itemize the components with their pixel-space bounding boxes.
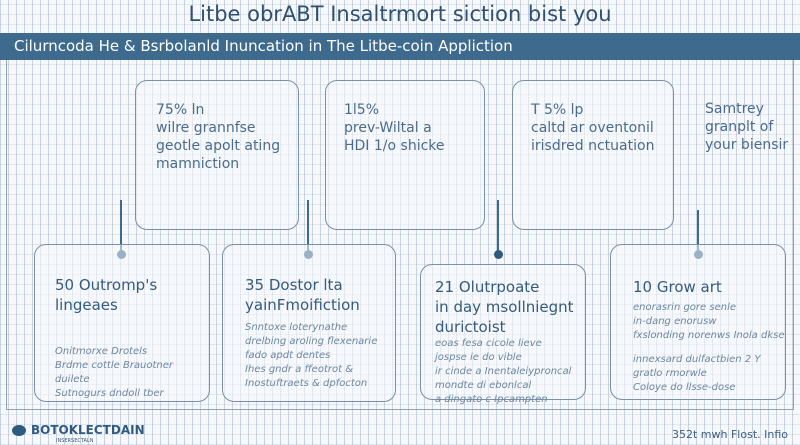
footer-logo: BOTOKLECTDAIN — [12, 423, 145, 437]
top-card-4-line: granplt of — [705, 119, 774, 135]
bottom-card-2-note: Ihes gndr a ffeotrot & — [245, 364, 353, 375]
top-card-2-line: 1l5% — [344, 102, 380, 118]
top-card-4-line: your biensir — [705, 137, 789, 153]
bottom-card-1-heading: 50 Outromp's — [55, 276, 158, 294]
bottom-card-4-heading: 10 Grow art — [633, 278, 722, 296]
bottom-card-3-heading: in day msollniegnt — [435, 298, 574, 316]
content-frame — [6, 60, 794, 410]
bottom-card-1-note: Sutnogurs dndoll tber — [55, 388, 164, 399]
bottom-card-3-heading: durictoist — [435, 318, 506, 336]
bottom-card-4: 10 Grow art enorasrin gore senle in-dang… — [610, 244, 786, 400]
bottom-card-3-note: mondte di ebonlcal — [435, 380, 532, 391]
top-card-4-line: Samtrey — [705, 101, 764, 117]
top-card-3-line: irisdred nctuation — [531, 138, 655, 154]
logo-subtext: INSERSECTALN — [56, 438, 94, 444]
bottom-card-1-note: Brdme cottle Brauotner duilete — [55, 360, 174, 385]
bottom-card-2-heading: yainFmoifiction — [245, 296, 360, 314]
bottom-card-4-note: innexsard dulfactbien 2 Y — [633, 354, 761, 365]
footer-info: 352t mwh Flost. Infio — [671, 428, 788, 441]
bottom-card-3-note: ir cinde a Inentaleiyproncal — [435, 366, 572, 377]
header-banner: Cilurncoda He & Bsrbolanld Inuncation in… — [0, 33, 800, 60]
bottom-card-2: 35 Dostor lta yainFmoifiction Snntoxe lo… — [222, 244, 396, 402]
bottom-card-2-note: drelbing aroling flexenarie — [245, 336, 378, 347]
connector-line — [307, 200, 309, 252]
bottom-card-2-note: Inostuftraets & dpfocton — [245, 378, 368, 389]
bottom-card-4-note: Coloye do llsse-dose — [633, 382, 736, 393]
bottom-card-1-note: Onitmorxe Drotels — [55, 346, 148, 357]
top-card-2-line: HDI 1/o shicke — [344, 138, 445, 154]
infographic-title: Litbe obrABT Insaltrmort siction bist yo… — [188, 2, 612, 26]
bottom-card-2-heading: 35 Dostor lta — [245, 276, 343, 294]
bottom-card-1-heading: lingeaes — [55, 296, 118, 314]
bottom-card-1: 50 Outromp's lingeaes Onitmorxe Drotels … — [34, 244, 210, 402]
top-card-3-line: caltd ar oventonil — [531, 120, 654, 136]
top-card-1-line: geotle apolt ating — [156, 138, 281, 154]
bottom-card-2-note: Snntoxe loterynathe — [245, 322, 348, 333]
top-card-1-line: wilre grannfse — [156, 120, 256, 136]
bottom-card-3-note: a dingato c Ipcampten — [435, 394, 548, 405]
top-card-4: Samtrey granplt of your biensir — [705, 100, 795, 154]
bottom-card-4-note: enorasrin gore senle — [633, 302, 737, 313]
bottom-card-3-note: jospse ie do vible — [435, 352, 522, 363]
bottom-card-3-note: eoas fesa cicole lieve — [435, 338, 542, 349]
connector-line — [497, 200, 499, 252]
top-card-1-line: 75% ln — [156, 102, 205, 118]
top-card-2: 1l5% prev-Wiltal a HDI 1/o shicke — [325, 80, 485, 230]
bottom-card-4-note: fxslonding norenws Inola dkse — [633, 330, 785, 341]
top-card-1: 75% ln wilre grannfse geotle apolt ating… — [135, 80, 299, 230]
connector-line — [697, 210, 699, 252]
bottom-card-4-note: in-dang enorusw — [633, 316, 717, 327]
connector-dot — [494, 250, 503, 259]
bottom-card-3: 21 Olutrpoate in day msollniegnt duricto… — [420, 264, 586, 405]
bottom-card-4-note: gratlo rmorwle — [633, 368, 707, 379]
top-card-3-line: T 5% lp — [531, 102, 584, 118]
logo-icon — [12, 424, 26, 436]
logo-text: BOTOKLECTDAIN — [31, 423, 145, 437]
connector-line — [120, 200, 122, 252]
top-card-1-line: mamniction — [156, 156, 240, 172]
bottom-card-3-heading: 21 Olutrpoate — [435, 278, 540, 296]
top-card-2-line: prev-Wiltal a — [344, 120, 432, 136]
bottom-card-2-note: fado apdt dentes — [245, 350, 331, 361]
top-card-3: T 5% lp caltd ar oventonil irisdred nctu… — [512, 80, 674, 230]
